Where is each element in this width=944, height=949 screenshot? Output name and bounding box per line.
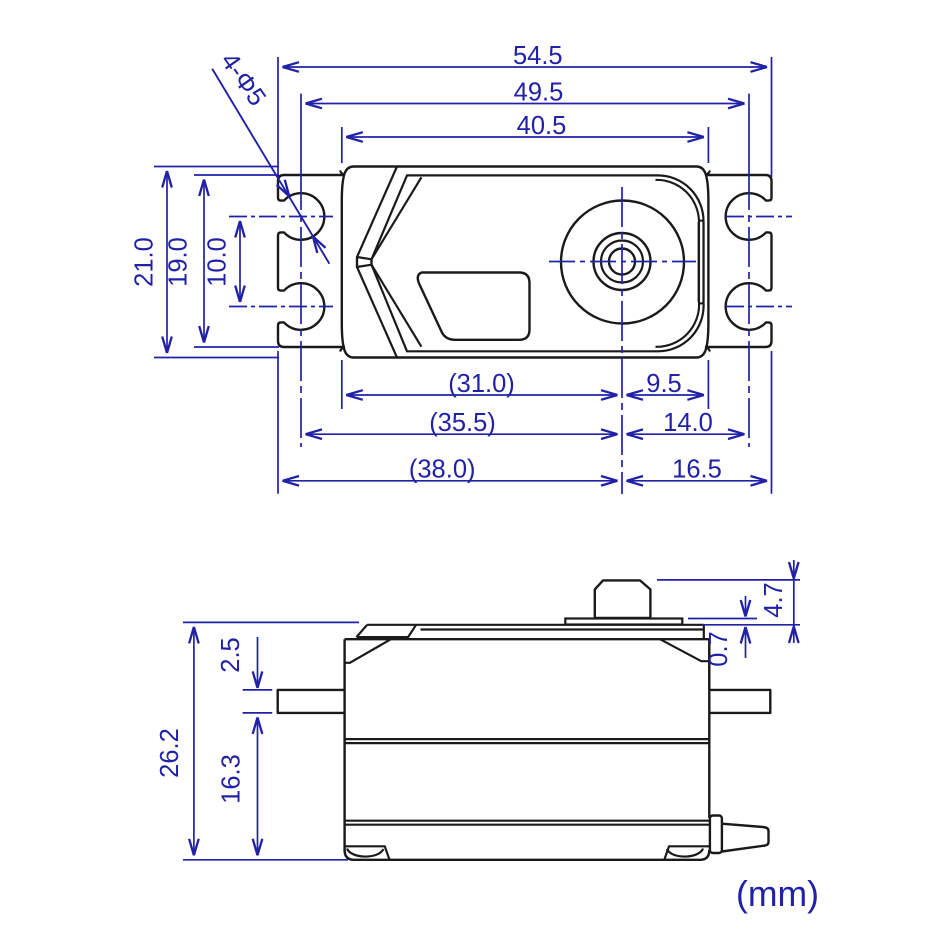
svg-text:4.7: 4.7 (760, 582, 788, 617)
svg-text:54.5: 54.5 (513, 42, 563, 70)
svg-text:14.0: 14.0 (663, 409, 713, 437)
svg-text:21.0: 21.0 (131, 237, 159, 287)
svg-text:19.0: 19.0 (165, 237, 193, 287)
svg-text:40.5: 40.5 (517, 112, 567, 140)
svg-text:26.2: 26.2 (156, 728, 184, 778)
svg-text:9.5: 9.5 (646, 370, 681, 398)
svg-text:(mm): (mm) (736, 873, 819, 914)
svg-text:16.5: 16.5 (672, 456, 722, 484)
svg-text:(35.5): (35.5) (429, 409, 496, 437)
svg-text:10.0: 10.0 (204, 237, 232, 287)
svg-text:16.3: 16.3 (218, 754, 246, 804)
svg-text:(31.0): (31.0) (448, 370, 515, 398)
svg-text:49.5: 49.5 (514, 79, 564, 107)
svg-text:0.7: 0.7 (705, 631, 733, 666)
svg-text:2.5: 2.5 (217, 637, 245, 672)
svg-text:(38.0): (38.0) (409, 456, 476, 484)
